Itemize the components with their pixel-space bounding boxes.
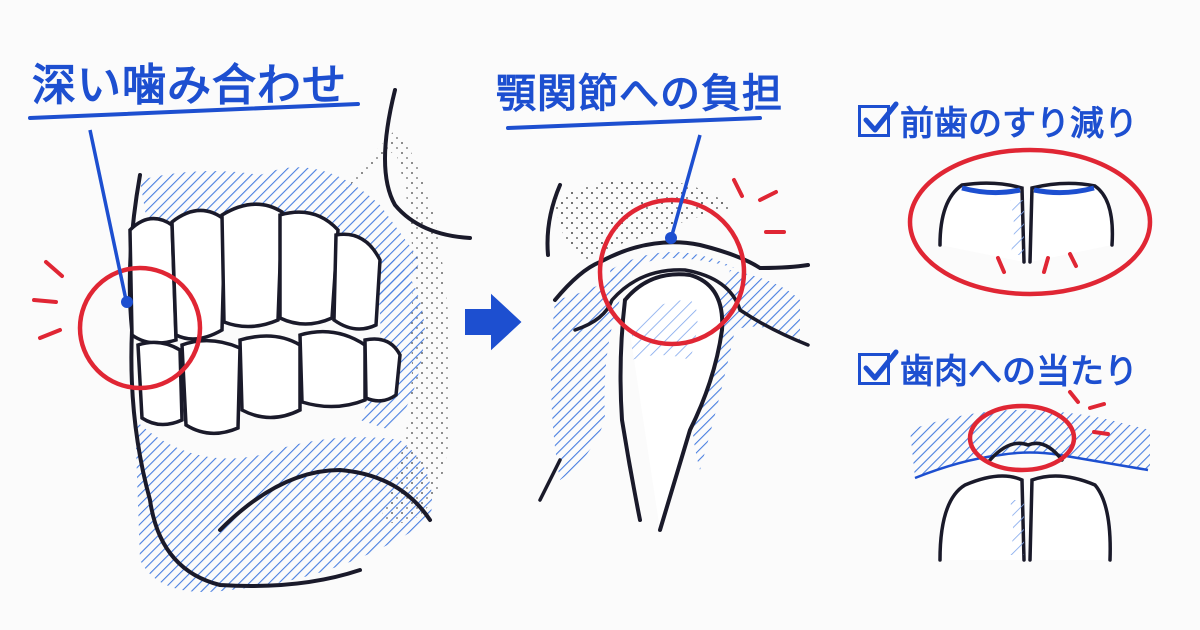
deep-bite-highlight-circle [77, 265, 203, 391]
left-incisor-wear [938, 181, 1026, 264]
front-teeth-wear-illustration [907, 147, 1153, 297]
deep-bite-illustration [28, 88, 472, 592]
right-arrow-icon [465, 293, 522, 351]
upper-teeth [128, 202, 382, 345]
ramus-left [538, 458, 562, 502]
skull-line [545, 183, 562, 257]
deep-bite-pointer [88, 129, 128, 301]
checkbox-checked-icon [858, 101, 899, 137]
gum-outline [914, 451, 1149, 480]
front-teeth-wear-row: 前歯のすり減り [858, 96, 1138, 145]
checkbox-checked-icon [858, 349, 899, 385]
cheek-line [383, 88, 472, 240]
front-teeth-wear-label: 前歯のすり減り [900, 104, 1138, 144]
worn-edge-left [961, 185, 1021, 196]
incisor-tip [988, 441, 1064, 462]
cheek-texture [330, 130, 451, 524]
deep-bite-label: 深い噛み合わせ [32, 60, 347, 111]
wear-alert-ticks [996, 252, 1078, 274]
gum-contact-illustration [910, 390, 1150, 562]
wear-incisor-shade [1010, 200, 1024, 255]
lower-gum [135, 420, 432, 592]
lower-incisor-right [1028, 474, 1112, 562]
tmj-pointer-dot [665, 232, 677, 244]
right-incisor-wear [1028, 181, 1115, 264]
tmj-load-label: 顎関節への負担 [496, 71, 783, 117]
deep-bite-alert-ticks [32, 260, 64, 340]
gum-incisor-shade [1010, 500, 1024, 555]
tmj-highlight-circle [597, 197, 747, 347]
gum-alert-ticks [1068, 390, 1110, 436]
worn-edge-right [1033, 185, 1095, 196]
condyle-back [618, 298, 642, 522]
lower-incisor-left [938, 474, 1026, 562]
lower-teeth [136, 329, 402, 435]
tmj-illustration [506, 116, 810, 532]
skull-base-texture [555, 179, 735, 260]
disc-hatch [610, 251, 735, 285]
joint-hatch-left [551, 260, 640, 480]
gum-contact-label: 歯肉への当たり [900, 352, 1138, 392]
lower-jaw-curve [218, 467, 432, 532]
deep-bite-underline [28, 102, 360, 120]
tmj-pointer [670, 134, 702, 236]
tmj-underline [506, 116, 762, 130]
fossa-outer [553, 240, 810, 302]
tmj-alert-ticks [732, 178, 786, 234]
gum-highlight-ellipse [967, 403, 1077, 473]
deep-bite-pointer-dot [121, 296, 133, 308]
gum-contact-row: 歯肉への当たり [858, 344, 1138, 393]
wear-highlight-ellipse [907, 147, 1153, 297]
